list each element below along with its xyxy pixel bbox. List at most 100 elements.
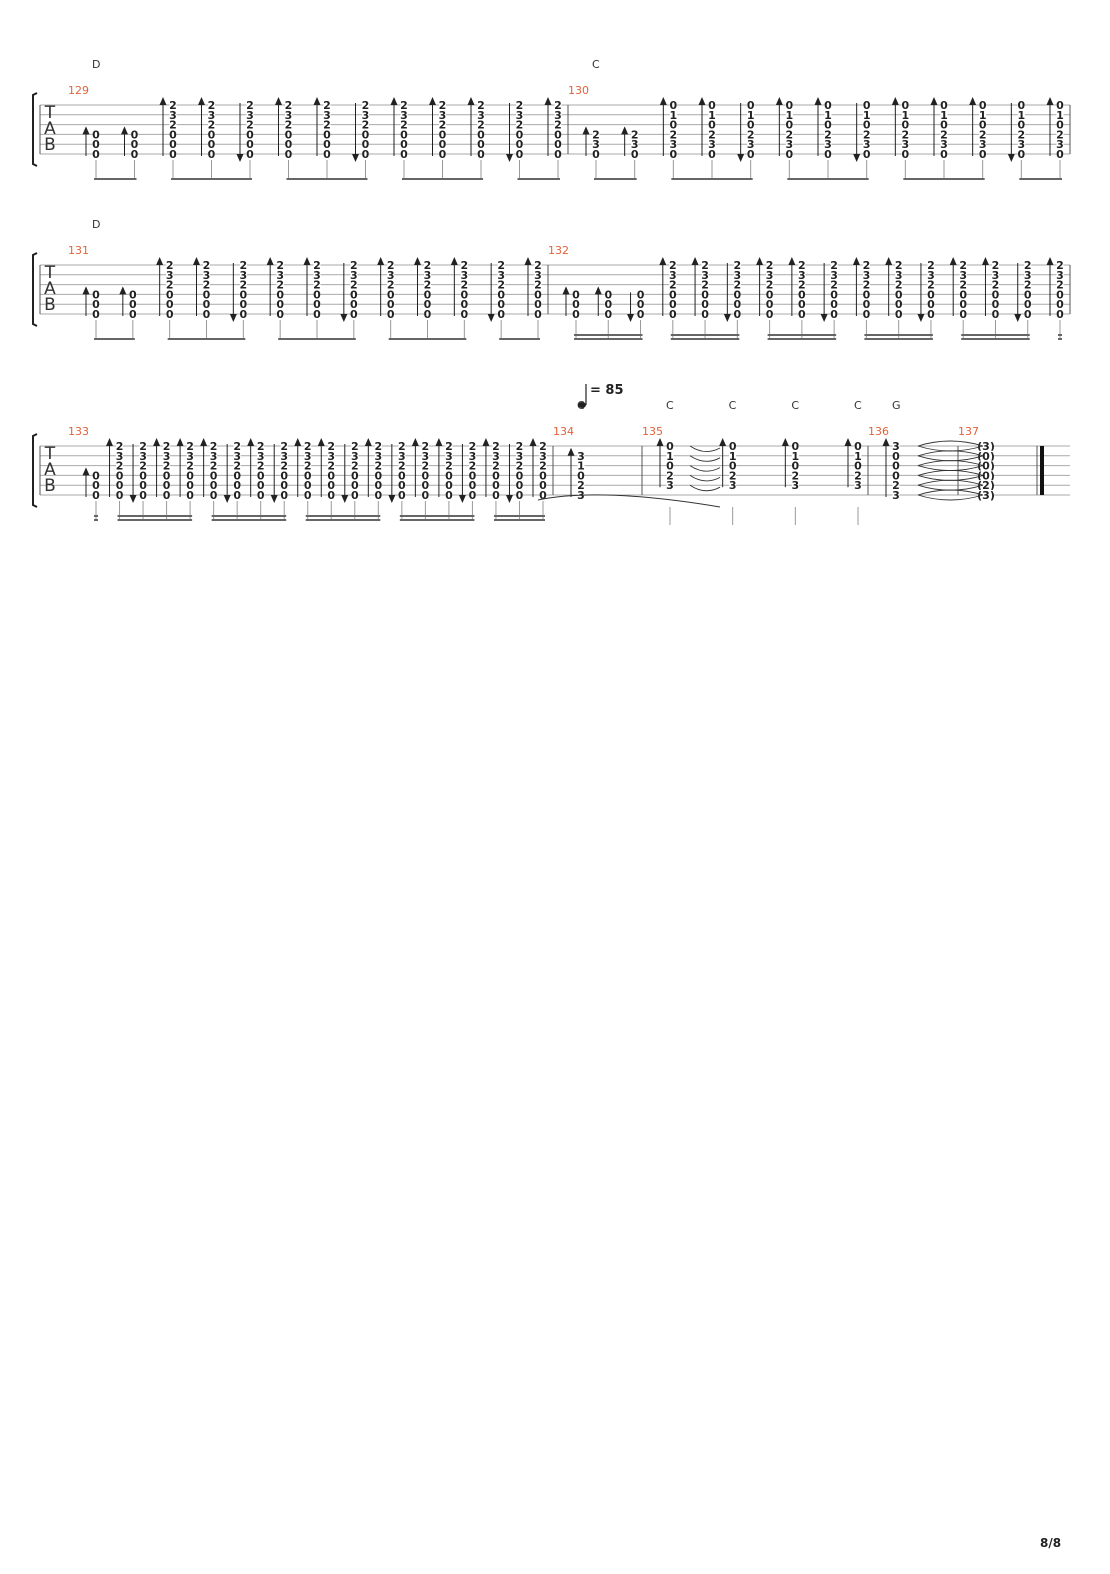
fret-background (351, 460, 359, 471)
fret-number: 3 (323, 109, 331, 122)
fret-number: 2 (516, 119, 524, 132)
fret-background (516, 139, 523, 150)
tab-clef-letter: A (44, 119, 56, 139)
fret-background (1024, 299, 1032, 310)
fret-number: 3 (163, 450, 171, 463)
fret-background (979, 441, 993, 451)
strum-up-arrow (969, 97, 977, 105)
fret-number: 2 (439, 99, 447, 112)
fret-background (733, 309, 741, 319)
fret-number: 3 (424, 269, 432, 282)
fret-number: 0 (461, 308, 469, 321)
fret-number: 0 (516, 469, 524, 482)
fret-background (92, 299, 100, 310)
fret-background (592, 129, 600, 140)
fret-background (927, 279, 935, 290)
tab-clef-letter: A (44, 460, 56, 480)
fret-background (577, 470, 585, 481)
tie-arc (917, 450, 984, 457)
fret-number: 0 (863, 308, 871, 321)
fret-background (863, 100, 871, 110)
tab-clef-letter: A (44, 279, 56, 299)
fret-number: 0 (398, 489, 406, 502)
fret-number: 3 (534, 269, 542, 282)
fret-background (400, 109, 408, 120)
fret-background (92, 289, 100, 300)
fret-background (979, 139, 987, 150)
fret-number: 0 (554, 128, 562, 141)
fret-number: 2 (863, 279, 871, 292)
fret-number: 3 (892, 489, 900, 502)
strum-up-arrow (582, 126, 590, 135)
fret-number: 0 (169, 128, 177, 141)
fret-background (477, 119, 485, 130)
fret-number: 0 (387, 298, 395, 311)
fret-background (460, 289, 468, 300)
strum-up-arrow (275, 97, 282, 105)
measure-number: 130 (568, 84, 589, 97)
fret-background (304, 470, 312, 481)
tie-arc (917, 440, 984, 447)
fret-number: 2 (461, 279, 469, 292)
fret-number: 0 (927, 308, 935, 321)
fret-background (497, 299, 505, 310)
fret-number: 0 (163, 489, 171, 502)
tie-arc (689, 465, 721, 472)
fret-background (276, 289, 284, 300)
fret-background (901, 139, 909, 150)
fret-number: (0) (977, 469, 995, 482)
fret-number: 0 (766, 298, 774, 311)
fret-background (785, 149, 793, 159)
fret-number: 0 (604, 298, 612, 311)
fret-number: 0 (304, 479, 312, 492)
fret-background (592, 149, 600, 159)
measure-number: 137 (958, 425, 979, 438)
fret-number: 2 (351, 440, 359, 453)
fret-background (92, 480, 100, 491)
fret-number: 0 (539, 489, 547, 502)
chord-name: D (92, 58, 100, 71)
fret-number: 0 (1018, 99, 1026, 112)
fret-background (280, 480, 288, 491)
fret-number: 2 (708, 128, 716, 141)
fret-background (239, 299, 247, 310)
tab-clef-letter: T (44, 444, 56, 464)
fret-number: 0 (313, 288, 321, 301)
fret-background (139, 490, 147, 500)
fret-background (239, 269, 247, 280)
fret-background (323, 149, 331, 159)
strum-up-arrow (313, 97, 321, 105)
fret-number: 0 (734, 308, 742, 321)
fret-background (863, 149, 871, 159)
strum-up-arrow (524, 257, 532, 265)
strum-down-arrow (388, 495, 396, 503)
fret-number: 3 (313, 269, 321, 282)
fret-number: 3 (516, 109, 524, 122)
fret-number: 0 (631, 148, 639, 161)
fret-number: 0 (670, 99, 678, 112)
fret-number: 2 (208, 99, 216, 112)
strum-up-arrow (176, 438, 184, 446)
fret-background (129, 309, 137, 319)
fret-background (959, 299, 967, 310)
fret-number: 0 (895, 288, 903, 301)
fret-background (492, 490, 500, 500)
strum-down-arrow (340, 314, 348, 322)
fret-background (166, 309, 174, 319)
fret-number: 3 (854, 479, 862, 492)
strum-down-arrow (505, 495, 513, 503)
tie-arc (917, 489, 984, 496)
fret-number: 3 (1056, 269, 1064, 282)
fret-background (1056, 119, 1064, 130)
fret-background (313, 289, 321, 300)
measure-number: 134 (553, 425, 574, 438)
fret-background (257, 441, 265, 451)
fret-background (276, 260, 284, 270)
fret-number: 2 (1056, 279, 1064, 292)
tie-arc (689, 475, 721, 482)
fret-number: 0 (1024, 308, 1032, 321)
fret-background (708, 139, 716, 150)
fret-background (492, 460, 500, 471)
fret-background (445, 450, 453, 461)
fret-number: 2 (830, 279, 838, 292)
